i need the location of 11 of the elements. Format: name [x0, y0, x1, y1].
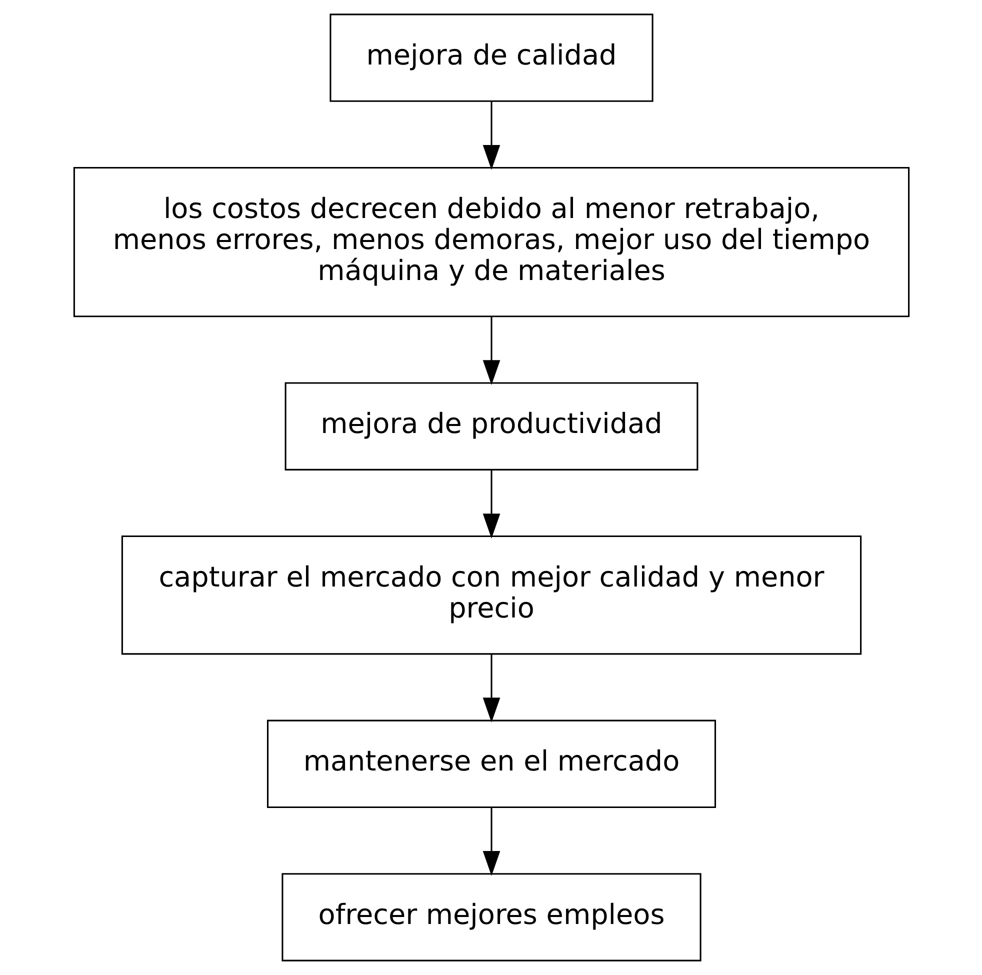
node-box: los costos decrecen debido al menor retrabajo, menos errores, menos demoras, mejor uso del tiempo máquina y de materiales: [72, 166, 910, 318]
node-box: ofrecer mejores empleos: [281, 873, 701, 962]
arrow: [482, 654, 500, 722]
node-box: mejora de calidad: [329, 14, 653, 102]
arrow: [482, 101, 500, 170]
arrow: [482, 470, 500, 538]
node-box: capturar el mercado con mejor calidad y menor precio: [120, 536, 862, 655]
arrow: [482, 807, 500, 876]
node-box: mantenerse en el mercado: [266, 720, 716, 808]
node-box: mejora de productividad: [284, 382, 698, 470]
arrow: [482, 316, 500, 385]
